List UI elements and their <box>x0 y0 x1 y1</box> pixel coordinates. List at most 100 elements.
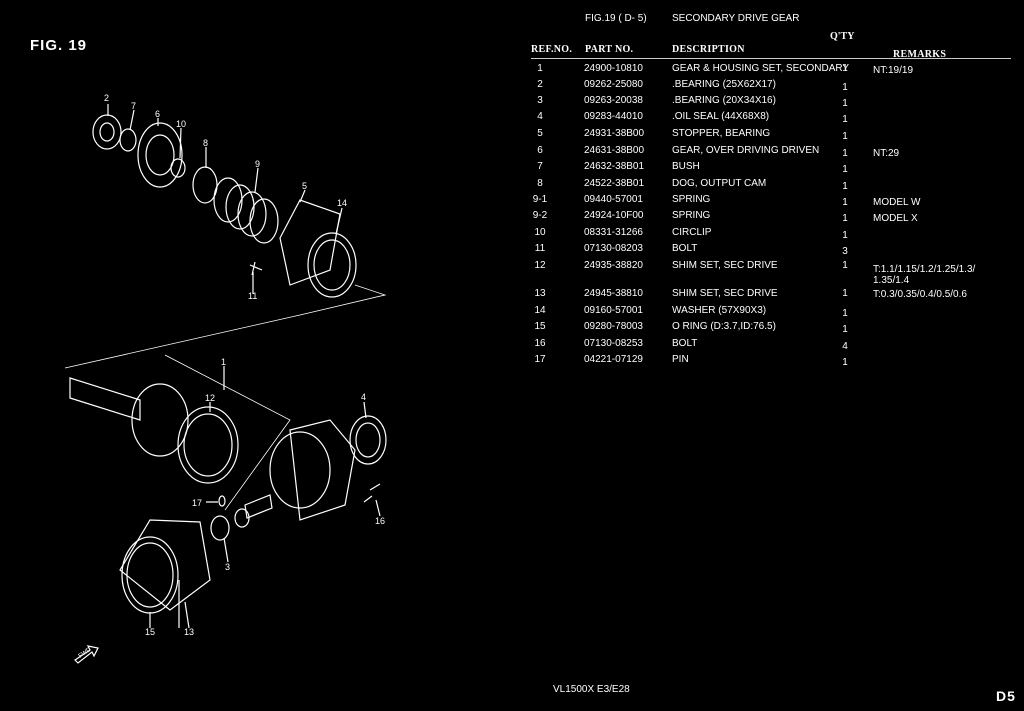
part-9-spring <box>213 177 243 223</box>
part-no: 09262-25080 <box>584 79 643 90</box>
description: WASHER (57X90X3) <box>672 305 767 316</box>
part-no: 07130-08253 <box>584 338 643 349</box>
qty: 1 <box>842 131 848 142</box>
description: BOLT <box>672 338 698 349</box>
description: .OIL SEAL (44X68X8) <box>672 111 770 122</box>
callout: 2 <box>104 93 109 103</box>
column-header-remarks: REMARKS <box>893 49 947 60</box>
part-no: 09160-57001 <box>584 305 643 316</box>
part-1-housing <box>289 419 356 521</box>
remarks: NT:29 <box>873 148 900 159</box>
part-5-stopper <box>279 199 341 286</box>
part-no: 24945-38810 <box>584 288 643 299</box>
callout: 10 <box>176 119 186 129</box>
column-header-ref: REF.NO. <box>531 44 573 55</box>
callout: 7 <box>131 101 136 111</box>
figure-label: FIG. 19 <box>30 37 88 54</box>
ref-no: 16 <box>534 338 546 349</box>
remarks: T:1.1/1.15/1.2/1.25/1.3/ <box>873 264 976 275</box>
callout: 17 <box>192 498 202 508</box>
exploded-view-diagram: 2 7 6 10 8 9 5 14 11 1 12 4 16 17 3 15 1… <box>64 93 387 664</box>
ref-no: 9-1 <box>532 194 548 205</box>
part-1-ring-gear <box>131 383 189 457</box>
qty: 1 <box>842 213 848 224</box>
ref-no: 6 <box>537 145 543 156</box>
callout: 11 <box>248 291 257 301</box>
qty: 1 <box>842 164 848 175</box>
remarks: NT:19/19 <box>873 65 914 76</box>
part-no: 09280-78003 <box>584 321 643 332</box>
qty: 3 <box>842 246 848 257</box>
figure-reference: FIG.19 ( D- 5) <box>585 13 647 24</box>
qty: 1 <box>842 324 848 335</box>
qty: 1 <box>842 114 848 125</box>
callout: 1 <box>221 357 226 367</box>
part-14-washer <box>307 232 357 298</box>
qty: 1 <box>842 63 848 74</box>
ref-no: 14 <box>534 305 546 316</box>
part-12-shim <box>177 406 239 484</box>
callout: 12 <box>205 393 215 403</box>
remarks: MODEL X <box>873 213 918 224</box>
ref-no: 9-2 <box>532 210 548 221</box>
part-2-bearing <box>92 114 122 150</box>
part-6-gear <box>137 122 183 188</box>
ref-no: 10 <box>534 227 546 238</box>
callout: 4 <box>361 392 366 402</box>
header-divider <box>531 58 1011 59</box>
part-no: 24522-38B01 <box>584 178 645 189</box>
part-15-o-ring <box>121 536 179 614</box>
column-header-part: PART NO. <box>585 44 634 55</box>
part-17-pin <box>218 495 226 507</box>
ref-no: 8 <box>537 178 543 189</box>
qty: 1 <box>842 148 848 159</box>
qty: 1 <box>842 98 848 109</box>
callout: 14 <box>337 198 347 208</box>
part-8-dog <box>192 166 218 204</box>
description: SPRING <box>672 210 711 221</box>
remarks-continued: 1.35/1.4 <box>873 275 910 286</box>
table-row: 8 24522-38B01 DOG, OUTPUT CAM 1 <box>0 178 1024 194</box>
description: GEAR, OVER DRIVING DRIVEN <box>672 145 820 156</box>
part-13-shim-plate <box>119 519 211 611</box>
table-row: 16 07130-08253 BOLT 4 <box>0 338 1024 354</box>
part-16-bolt <box>363 483 381 503</box>
callout: 16 <box>375 516 385 526</box>
qty: 1 <box>842 197 848 208</box>
part-4-oil-seal <box>349 415 387 465</box>
part-10-circlip <box>170 158 186 178</box>
ref-no: 2 <box>537 79 543 90</box>
callout: 9 <box>255 159 260 169</box>
description: CIRCLIP <box>672 227 712 238</box>
model-footer: VL1500X E3/E28 <box>553 684 630 695</box>
qty: 1 <box>842 230 848 241</box>
qty: 1 <box>842 260 848 271</box>
part-no: 07130-08203 <box>584 243 643 254</box>
part-no: 24900-10810 <box>584 63 643 74</box>
part-no: 09283-44010 <box>584 111 643 122</box>
qty: 4 <box>842 341 848 352</box>
part-no: 04221-07129 <box>584 354 643 365</box>
description: DOG, OUTPUT CAM <box>672 178 767 189</box>
part-no: 24935-38820 <box>584 260 643 271</box>
part-3-bearing <box>210 515 230 541</box>
column-header-description: DESCRIPTION <box>672 44 745 55</box>
description: SHIM SET, SEC DRIVE <box>672 260 778 271</box>
ref-no: 13 <box>534 288 546 299</box>
qty: 1 <box>842 181 848 192</box>
description: SHIM SET, SEC DRIVE <box>672 288 778 299</box>
ref-no: 5 <box>537 128 543 139</box>
qty: 1 <box>842 357 848 368</box>
callout: 6 <box>155 109 160 119</box>
description: BUSH <box>672 161 700 172</box>
callout: 8 <box>203 138 208 148</box>
